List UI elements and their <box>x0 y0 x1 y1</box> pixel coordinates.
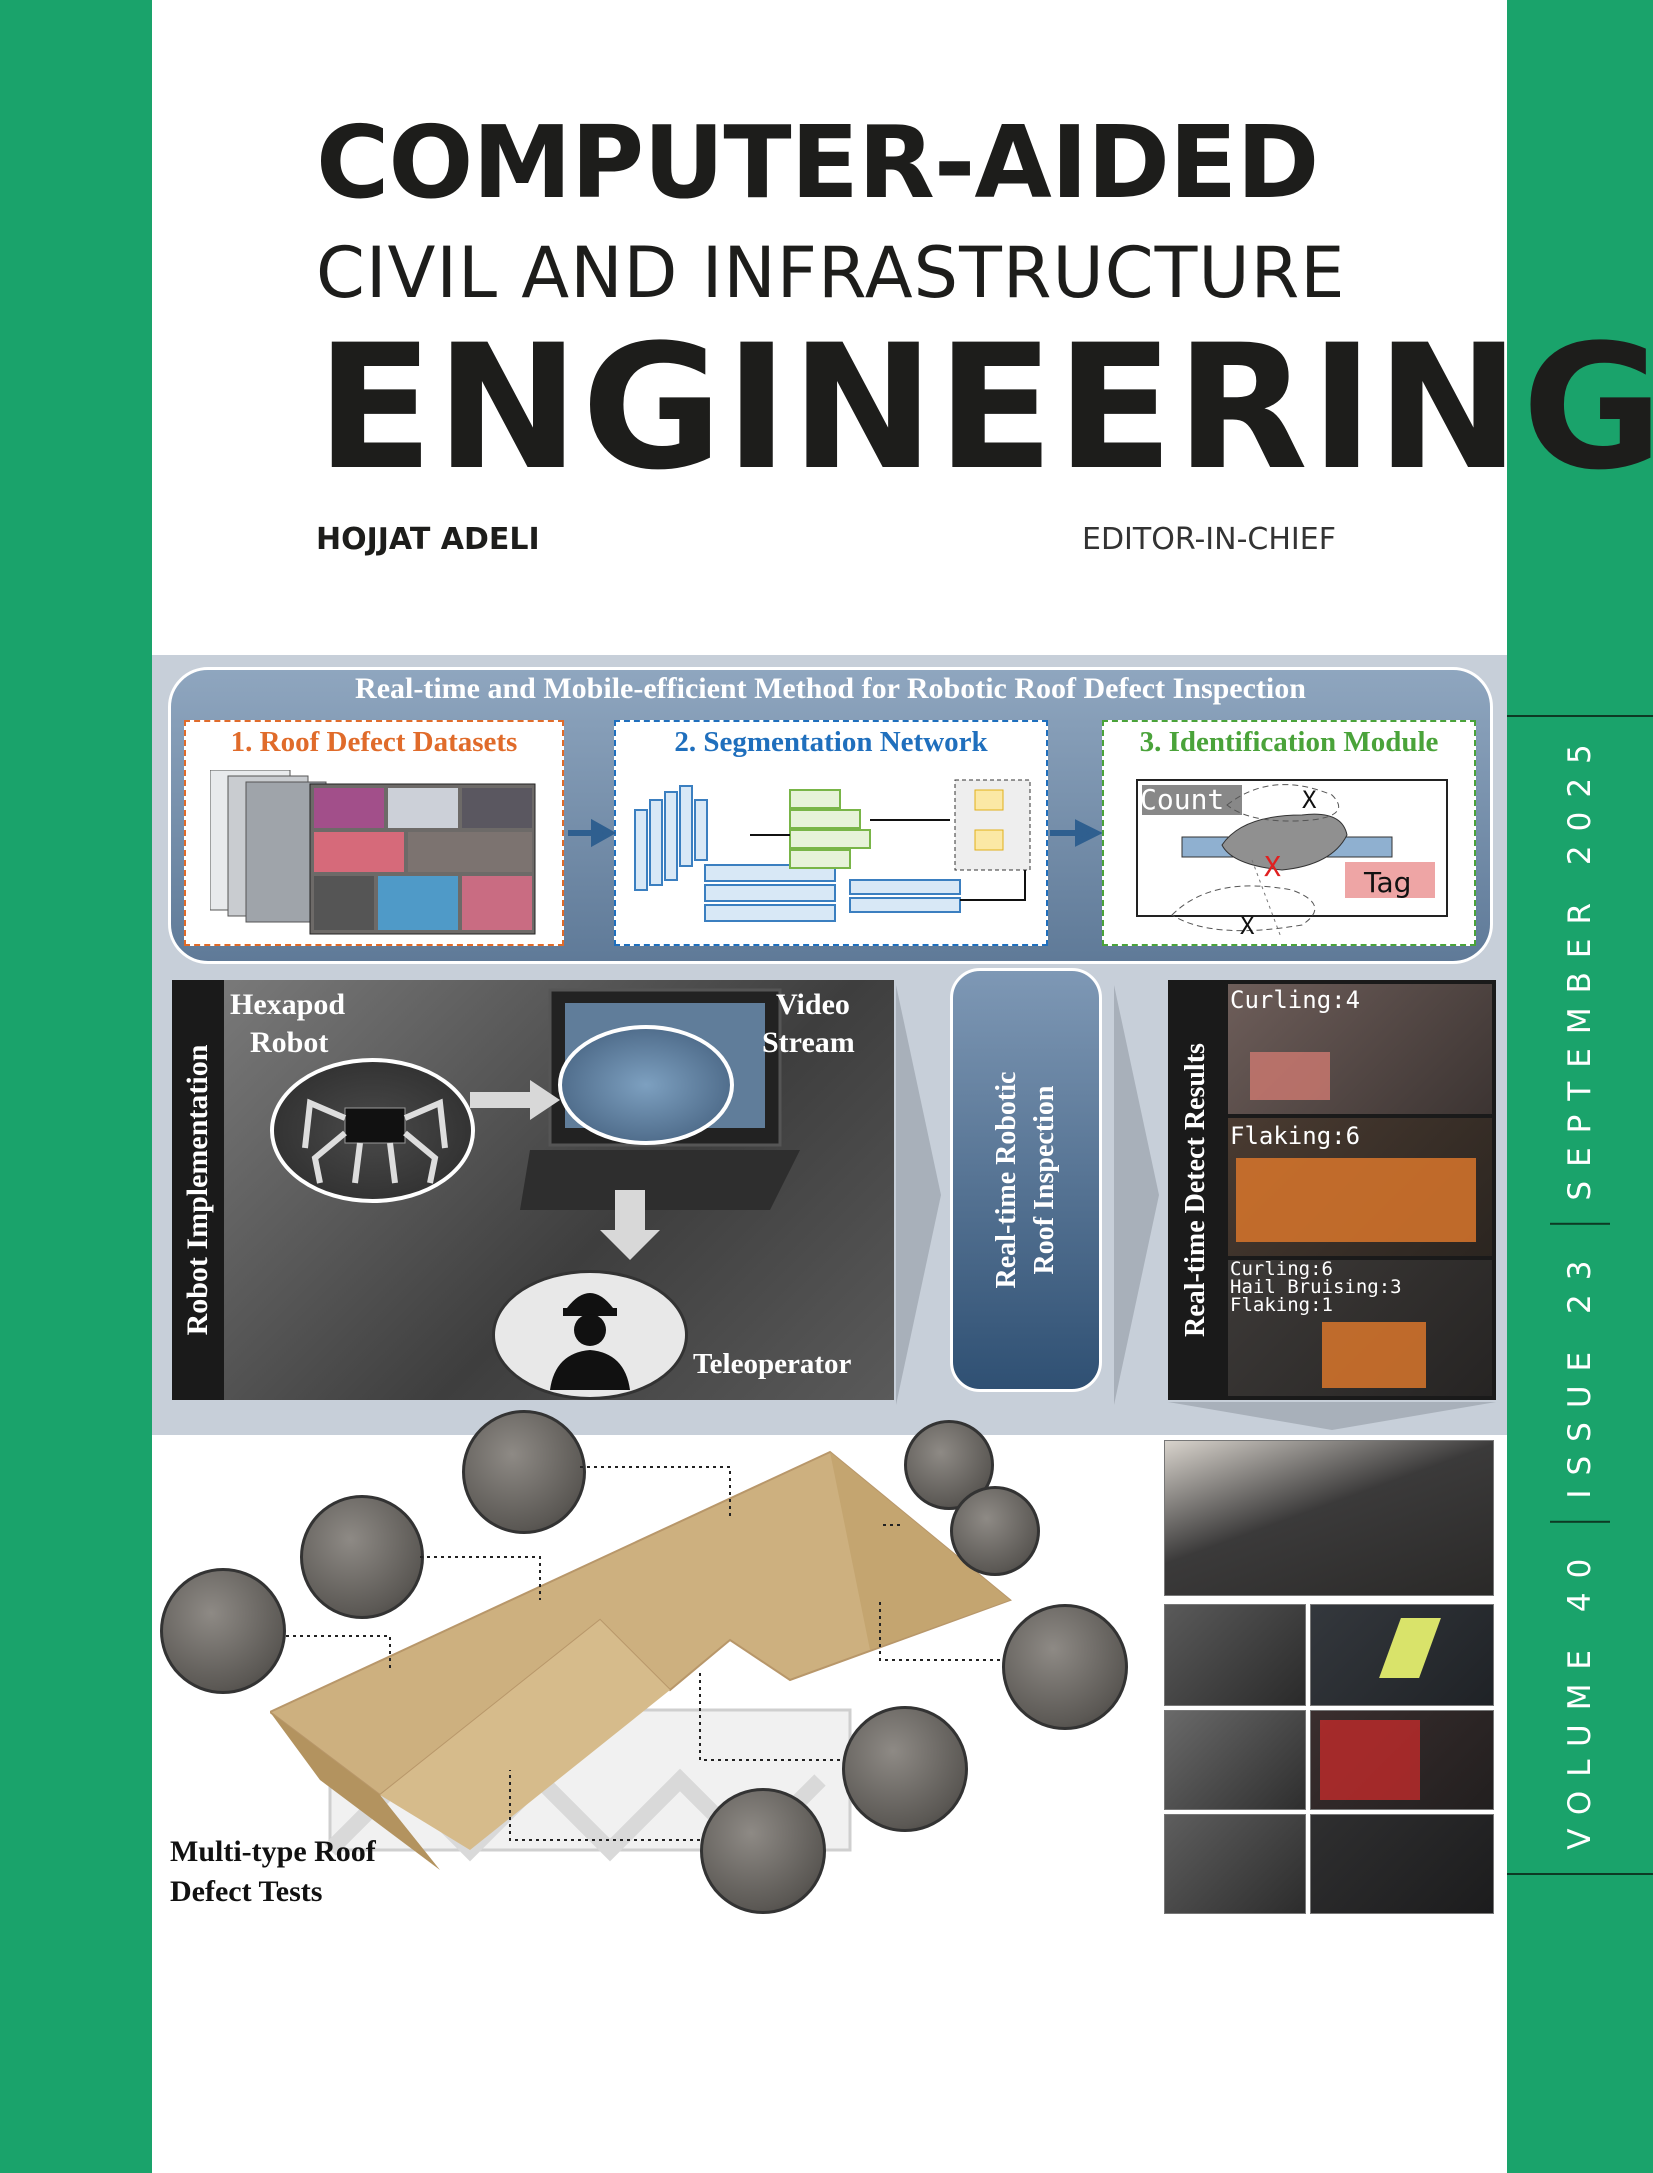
right-green-band <box>1507 0 1653 2173</box>
teleoperator-icon <box>550 1293 630 1390</box>
defect-sample-photo <box>1002 1604 1128 1730</box>
video-stream-ellipse <box>558 1025 734 1145</box>
spine-separator <box>1550 1520 1610 1523</box>
defect-sample-photo <box>950 1486 1040 1576</box>
mark-x-red: X <box>1264 850 1281 883</box>
field-test-photo <box>1164 1814 1306 1914</box>
red-mask <box>1320 1720 1420 1800</box>
spine-text: VOLUME 40 ISSUE 23 SEPTEMBER 2025 <box>1550 730 1610 1850</box>
arrow-icon <box>1050 819 1102 847</box>
defect-leader-lines <box>286 1466 1000 1841</box>
defect-tests-label: Multi-type Roof Defect Tests <box>170 1832 376 1912</box>
defect-tests-line2: Defect Tests <box>170 1875 323 1908</box>
multi-count-block: Curling:6 Hail Bruising:3 Flaking:1 <box>1230 1258 1402 1316</box>
identification-diagram <box>1136 779 1448 935</box>
flaking-mask <box>1236 1158 1476 1242</box>
journal-title-line2: CIVIL AND INFRASTRUCTURE <box>316 232 1346 314</box>
realtime-label-line1: Real-time Robotic <box>991 1071 1022 1289</box>
defect-sample-photo <box>300 1495 424 1619</box>
multi-flaking: Flaking:1 <box>1230 1294 1333 1316</box>
left-green-band <box>0 0 152 2173</box>
curling-count: Curling:4 <box>1230 986 1361 1014</box>
robot-label: Robot <box>250 1026 329 1059</box>
arrow-down-icon <box>600 1190 660 1260</box>
spine-issue: ISSUE 23 <box>1562 1246 1598 1499</box>
spine-date: SEPTEMBER 2025 <box>1562 730 1598 1201</box>
multi-curling: Curling:6 <box>1230 1258 1333 1280</box>
robot-implementation-label: Robot Implementation <box>181 1044 214 1336</box>
field-test-photo <box>1164 1440 1494 1596</box>
robot-impl-label-bar <box>172 980 224 1400</box>
stage-network-title: 2. Segmentation Network <box>674 726 988 758</box>
realtime-inspection-label: Real-time Robotic Roof Inspection <box>988 1072 1064 1289</box>
hexapod-robot-icon <box>302 1098 448 1184</box>
defect-sample-photo <box>700 1788 826 1914</box>
chevron-down-icon <box>1168 1402 1496 1430</box>
defect-sample-photo <box>160 1568 286 1694</box>
curling-mask <box>1250 1052 1330 1100</box>
stream-label: Stream <box>762 1026 855 1059</box>
spine-volume: VOLUME 40 <box>1562 1544 1598 1850</box>
chevron-right-icon <box>1114 985 1159 1405</box>
multi-mask <box>1322 1322 1426 1388</box>
multi-hail: Hail Bruising:3 <box>1230 1276 1402 1298</box>
journal-title-line1: COMPUTER-AIDED <box>316 104 1319 221</box>
count-label: Count <box>1140 783 1225 816</box>
stage-datasets-title: 1. Roof Defect Datasets <box>230 726 518 758</box>
stage-identification-title: 3. Identification Module <box>1139 726 1439 758</box>
defect-tests-line1: Multi-type Roof <box>170 1835 376 1868</box>
spine-separator <box>1550 1222 1610 1225</box>
defect-sample-photo <box>842 1706 968 1832</box>
tag-label: Tag <box>1364 866 1412 899</box>
detect-results-label: Real-time Detect Results <box>1180 1043 1211 1337</box>
field-test-photo <box>1164 1604 1306 1706</box>
spine-frame <box>1507 715 1653 1875</box>
chevron-right-icon <box>896 985 941 1405</box>
editor-name: HOJJAT ADELI <box>316 522 540 557</box>
roof-model-illustration <box>270 1450 1012 1870</box>
dataset-image-stack <box>210 770 536 935</box>
journal-title-line3: ENGINEERING <box>316 307 1653 508</box>
teleoperator-label: Teleoperator <box>693 1348 852 1380</box>
arrow-right-icon <box>470 1080 560 1120</box>
realtime-inspection-tab <box>950 968 1102 1392</box>
field-test-photo <box>1310 1814 1494 1914</box>
video-label: Video <box>776 988 850 1021</box>
mark-x: X <box>1240 912 1255 940</box>
realtime-label-line2: Roof Inspection <box>1029 1085 1060 1275</box>
segmentation-network-diagram <box>634 779 1031 922</box>
mark-x: X <box>1302 786 1317 814</box>
editor-role: EDITOR-IN-CHIEF <box>1082 522 1336 557</box>
arrow-icon <box>568 818 616 848</box>
flaking-count: Flaking:6 <box>1230 1122 1361 1150</box>
defect-sample-photo <box>462 1410 586 1534</box>
hexapod-label: Hexapod <box>230 988 346 1021</box>
field-test-photo <box>1164 1710 1306 1810</box>
method-title: Real-time and Mobile-efficient Method fo… <box>355 672 1306 705</box>
